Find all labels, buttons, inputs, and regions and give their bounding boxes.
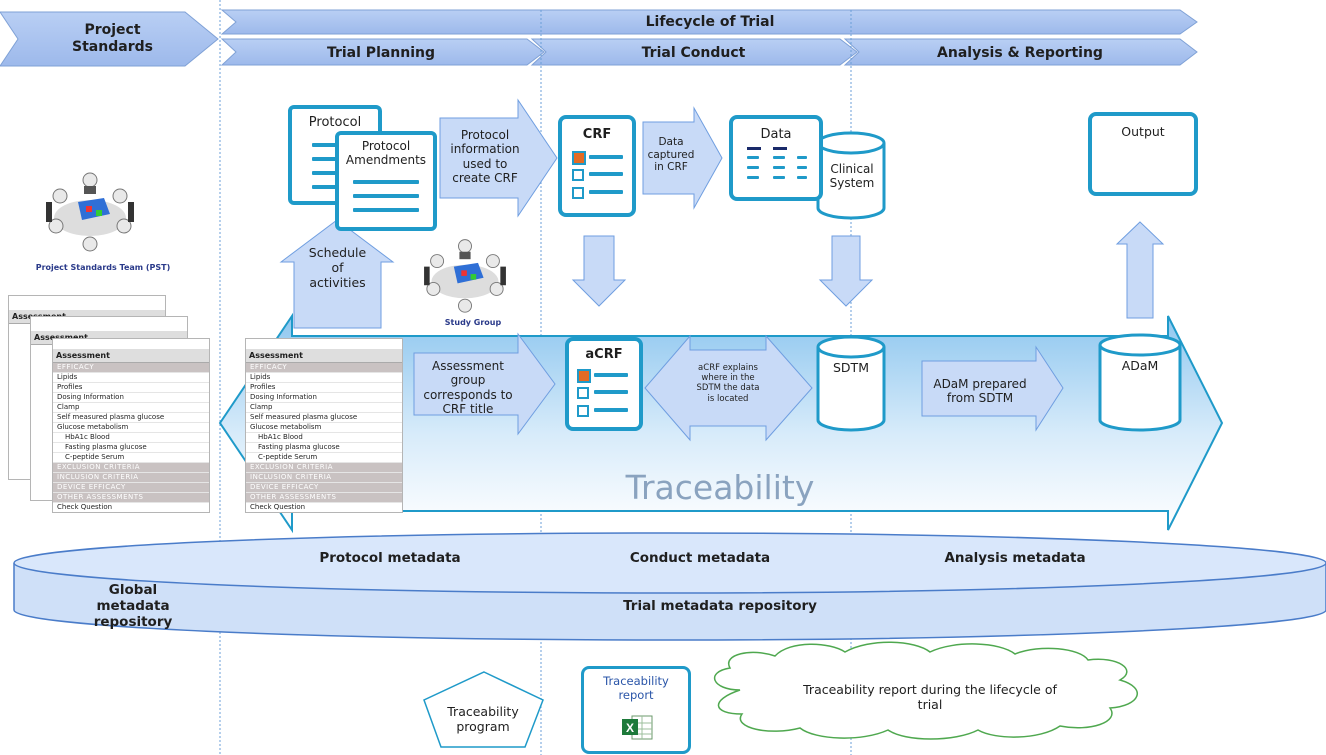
cloud-label: Traceability report during the lifecycle… xyxy=(803,682,1057,712)
assessment-row: EXCLUSION CRITERIA xyxy=(53,463,209,473)
assessment-row: Dosing Information xyxy=(246,393,402,403)
adam-prepared-arrow xyxy=(921,345,1064,432)
assessment-row: Self measured plasma glucose xyxy=(53,413,209,423)
traceability-program-label: Traceability program xyxy=(447,704,519,734)
crf-label: CRF xyxy=(582,127,612,142)
traceability-report-card: Traceability report X xyxy=(581,666,691,754)
output-up-arrow xyxy=(1115,221,1165,319)
adam-prepared-label: ADaM prepared from SDTM xyxy=(933,377,1027,406)
protocol-amendments-document: Protocol Amendments xyxy=(335,131,437,231)
assessment-row: Profiles xyxy=(246,383,402,393)
lifecycle-label: Lifecycle of Trial xyxy=(645,14,775,30)
assessment-row: Check Question xyxy=(53,503,209,512)
assessment-group-label: Assessment group corresponds to CRF titl… xyxy=(423,359,513,417)
assessment-row: Clamp xyxy=(246,403,402,413)
trial-planning-chevron xyxy=(220,38,545,66)
clinical-system-label: Clinical System xyxy=(829,162,875,191)
crf-card: CRF xyxy=(558,115,636,217)
assessment-row: EFFICACY xyxy=(246,363,402,373)
trial-conduct-chevron xyxy=(530,38,858,66)
traceability-program-pentagon xyxy=(423,671,544,748)
phase-label-conduct: Trial Conduct xyxy=(641,45,746,61)
assessment-row: EXCLUSION CRITERIA xyxy=(246,463,402,473)
assessment-row: OTHER ASSESSMENTS xyxy=(246,493,402,503)
analysis-metadata-label: Analysis metadata xyxy=(944,550,1086,566)
assessment-row: Dosing Information xyxy=(53,393,209,403)
project-standards-label: Project Standards xyxy=(72,22,153,55)
data-label: Data xyxy=(760,127,792,142)
assessment-row: INCLUSION CRITERIA xyxy=(53,473,209,483)
adam-label: ADaM xyxy=(1121,358,1159,373)
acrf-box-icon xyxy=(577,387,589,399)
adam-cylinder xyxy=(1098,333,1182,432)
global-metadata-label: Global metadata repository xyxy=(93,582,173,631)
acrf-label: aCRF xyxy=(585,347,623,362)
assessment-row: Self measured plasma glucose xyxy=(246,413,402,423)
assessment-row: Glucose metabolism xyxy=(53,423,209,433)
assessment-group-arrow xyxy=(413,332,556,436)
protocol-amendments-label: Protocol Amendments xyxy=(345,139,427,168)
assessment-row: Glucose metabolism xyxy=(246,423,402,433)
protocol-label: Protocol xyxy=(308,115,362,130)
acrf-explains-arrow xyxy=(644,334,813,442)
phase-label-analysis: Analysis & Reporting xyxy=(937,45,1103,61)
study-group-label: Study Group xyxy=(444,318,502,327)
assessment-row: Lipids xyxy=(246,373,402,383)
crf-box-icon xyxy=(572,169,584,181)
crf-down-arrow xyxy=(571,235,627,307)
traceability-watermark: Traceability xyxy=(625,468,815,507)
sdtm-label: SDTM xyxy=(833,360,869,375)
assessment-row: Fasting plasma glucose xyxy=(246,443,402,453)
data-captured-arrow xyxy=(642,106,723,210)
analysis-reporting-chevron xyxy=(843,38,1198,66)
data-card: Data xyxy=(729,115,823,201)
acrf-box-icon xyxy=(577,405,589,417)
assessment-row: DEVICE EFFICACY xyxy=(246,483,402,493)
assessment-row: HbA1c Blood xyxy=(246,433,402,443)
crf-checked-box-icon xyxy=(572,151,586,165)
assessment-row: OTHER ASSESSMENTS xyxy=(53,493,209,503)
excel-icon: X xyxy=(620,713,654,741)
output-label: Output xyxy=(1121,124,1165,139)
assessment-row: Lipids xyxy=(53,373,209,383)
crf-box-icon xyxy=(572,187,584,199)
study-group-icon xyxy=(416,235,514,315)
assessment-row: Check Question xyxy=(246,503,402,512)
phase-label-planning: Trial Planning xyxy=(326,45,436,61)
project-standards-chevron xyxy=(0,11,219,67)
protocol-info-label: Protocol information used to create CRF xyxy=(450,128,520,186)
svg-text:X: X xyxy=(626,721,634,735)
output-card: Output xyxy=(1088,112,1198,196)
protocol-info-arrow xyxy=(439,98,558,218)
traceability-report-label: Traceability report xyxy=(603,674,669,702)
project-standards-team-icon xyxy=(38,168,142,254)
lifecycle-chevron xyxy=(220,9,1198,35)
clinical-system-cylinder xyxy=(816,131,886,220)
traceability-cloud xyxy=(713,641,1138,740)
acrf-explains-label: aCRF explains where in the SDTM the data… xyxy=(696,363,760,404)
trial-metadata-label: Trial metadata repository xyxy=(623,598,817,614)
conduct-metadata-label: Conduct metadata xyxy=(629,550,771,566)
assessment-row: HbA1c Blood xyxy=(53,433,209,443)
assessment-row: Clamp xyxy=(53,403,209,413)
acrf-card: aCRF xyxy=(565,337,643,431)
assessment-row: DEVICE EFFICACY xyxy=(53,483,209,493)
acrf-checked-box-icon xyxy=(577,369,591,383)
sdtm-cylinder xyxy=(816,335,886,432)
schedule-label: Schedule of activities xyxy=(308,245,367,290)
protocol-metadata-label: Protocol metadata xyxy=(319,550,461,566)
assessment-row: EFFICACY xyxy=(53,363,209,373)
assessment-row: C-peptide Serum xyxy=(246,453,402,463)
data-captured-label: Data captured in CRF xyxy=(647,136,695,174)
assessment-row: C-peptide Serum xyxy=(53,453,209,463)
system-down-arrow xyxy=(818,235,874,307)
assessment-row: Fasting plasma glucose xyxy=(53,443,209,453)
assessment-row: Profiles xyxy=(53,383,209,393)
assessment-row: INCLUSION CRITERIA xyxy=(246,473,402,483)
pst-label: Project Standards Team (PST) xyxy=(35,263,171,272)
